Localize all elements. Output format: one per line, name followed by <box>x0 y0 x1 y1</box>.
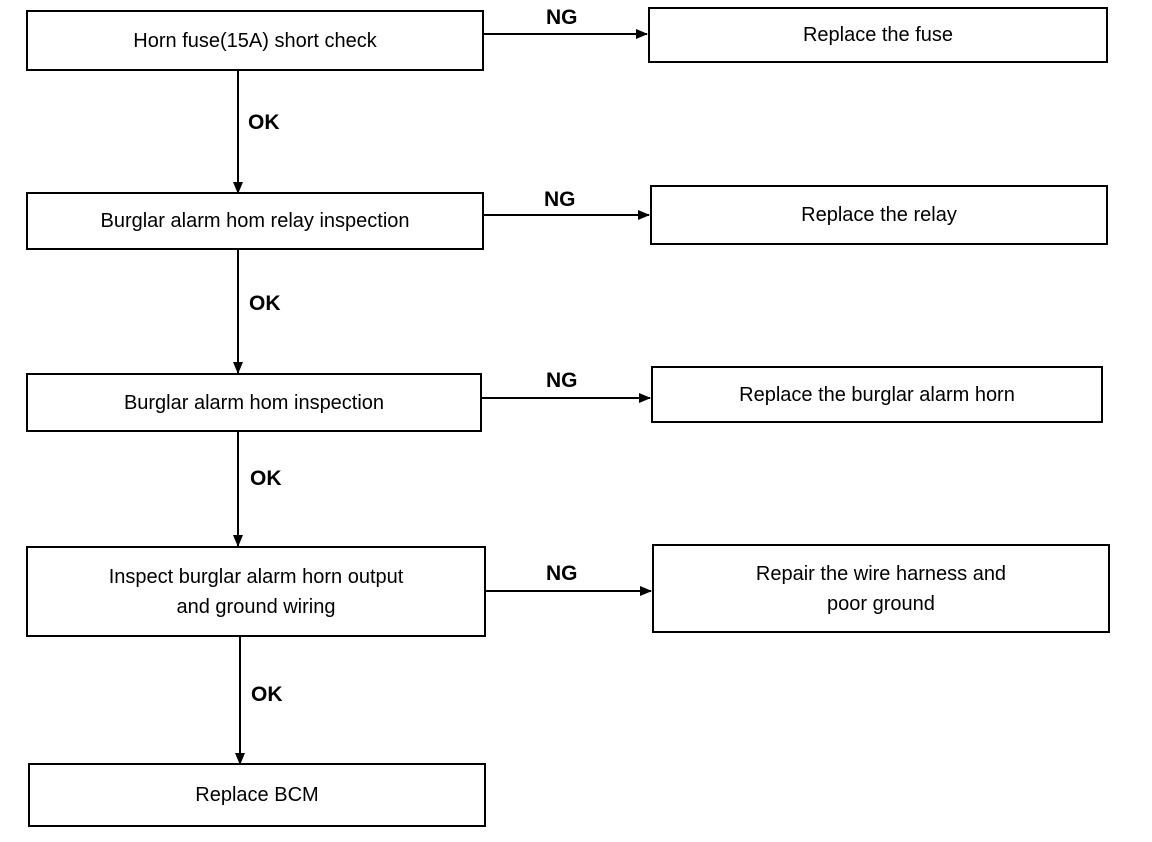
step-horn-relay-inspection-text: Burglar alarm hom relay inspection <box>100 210 410 232</box>
action-repair-harness: Repair the wire harness and poor ground <box>652 544 1110 633</box>
ng-label-3: NG <box>546 369 578 392</box>
step-horn-fuse-check-text: Horn fuse(15A) short check <box>133 29 377 52</box>
action-replace-fuse: Replace the fuse <box>648 7 1108 63</box>
step-replace-bcm: Replace BCM <box>28 763 486 827</box>
ng-label-2: NG <box>544 188 576 211</box>
ng-label-4: NG <box>546 562 578 585</box>
step-horn-fuse-check: Horn fuse(15A) short check <box>26 10 484 71</box>
step-wiring-inspection: Inspect burglar alarm horn output and gr… <box>26 546 486 637</box>
ok-label-2: OK <box>249 292 281 315</box>
ok-label-1: OK <box>248 111 280 134</box>
ok-label-4: OK <box>251 683 283 706</box>
step-wiring-inspection-line-1: Inspect burglar alarm horn output <box>108 565 404 588</box>
action-repair-harness-line-1: Repair the wire harness and <box>755 562 1007 585</box>
action-replace-horn: Replace the burglar alarm horn <box>651 366 1103 423</box>
step-wiring-inspection-line-2: and ground wiring <box>176 595 336 618</box>
action-replace-relay-text: Replace the relay <box>801 204 957 226</box>
action-repair-harness-line-2: poor ground <box>827 592 935 615</box>
step-horn-inspection: Burglar alarm hom inspection <box>26 373 482 432</box>
action-replace-horn-text: Replace the burglar alarm horn <box>739 383 1015 406</box>
step-horn-inspection-text: Burglar alarm hom inspection <box>123 391 385 414</box>
ok-label-3: OK <box>250 467 282 490</box>
action-replace-fuse-text: Replace the fuse <box>802 24 954 46</box>
step-replace-bcm-text: Replace BCM <box>195 784 319 806</box>
ng-label-1: NG <box>546 6 578 29</box>
step-horn-relay-inspection: Burglar alarm hom relay inspection <box>26 192 484 250</box>
action-replace-relay: Replace the relay <box>650 185 1108 245</box>
